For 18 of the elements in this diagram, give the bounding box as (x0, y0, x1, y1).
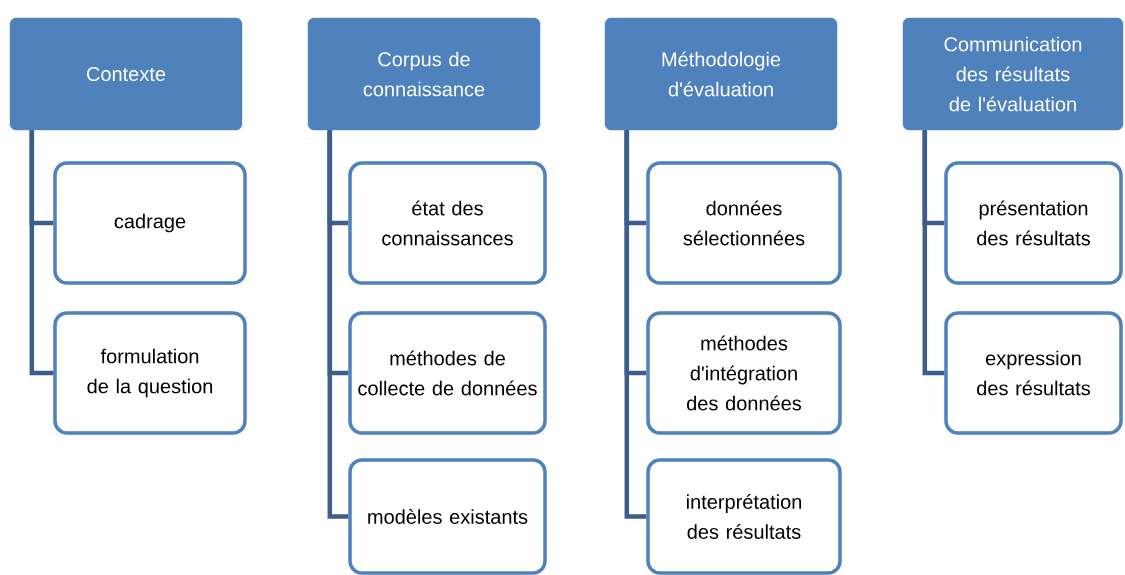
connector (624, 130, 647, 519)
process-box: formulation de la question (53, 311, 247, 435)
process-box: expression des résultats (944, 311, 1123, 435)
process-box: présentation des résultats (944, 161, 1123, 285)
process-box: méthodes de collecte de données (348, 311, 547, 435)
process-box: état des connaissances (348, 161, 547, 285)
header-box: Communication des résultats de l'évaluation (902, 17, 1124, 131)
process-box: méthodes d'intégration des données (646, 311, 842, 435)
process-box: cadrage (53, 161, 247, 285)
header-box: Contexte (9, 17, 243, 131)
connector (327, 130, 349, 519)
connector (29, 130, 54, 376)
process-box: interprétation des résultats (646, 458, 842, 575)
header-box: Méthodologie d'évaluation (604, 17, 838, 131)
connector (922, 130, 945, 376)
header-box: Corpus de connaissance (307, 17, 541, 131)
process-box: modèles existants (348, 458, 547, 575)
process-box: données sélectionnées (646, 161, 842, 285)
